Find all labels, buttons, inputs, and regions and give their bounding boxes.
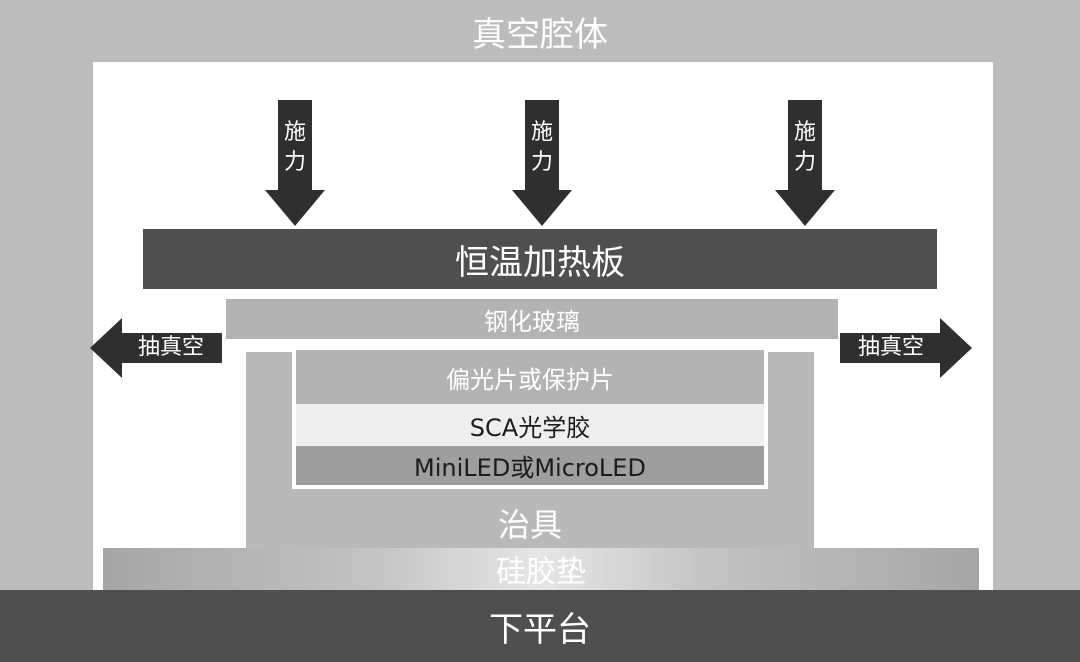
force-arrow-label: 施 力 (283, 120, 306, 175)
down-arrow-icon (512, 190, 572, 226)
vacuum-label-right: 抽真空 (857, 335, 924, 360)
led-panel-layer (296, 446, 764, 485)
right-arrow-icon (940, 318, 972, 378)
led-panel-label: MiniLED或MicroLED (414, 454, 646, 482)
vacuum-arrow-left: 抽真空 (90, 318, 222, 378)
silicone-pad-label: 硅胶垫 (496, 555, 586, 590)
tempered-glass-label: 钢化玻璃 (484, 307, 580, 336)
force-arrow-center: 施 力 (512, 100, 572, 226)
vacuum-arrow-body (840, 333, 942, 363)
fixture-label: 治具 (497, 506, 562, 544)
vacuum-chamber-title: 真空腔体 (472, 14, 608, 55)
polarizer-layer (296, 350, 764, 404)
force-arrow-right: 施 力 (775, 100, 835, 226)
force-arrow-label: 施 力 (793, 120, 816, 175)
vacuum-arrow-body (120, 333, 222, 363)
lower-platform-label: 下平台 (489, 609, 591, 650)
sca-adhesive-label: SCA光学胶 (469, 413, 591, 442)
force-arrow-shaft (525, 100, 559, 190)
vacuum-label-left: 抽真空 (137, 335, 204, 360)
force-arrow-label: 施 力 (530, 120, 553, 175)
force-arrow-shaft (788, 100, 822, 190)
polarizer-label: 偏光片或保护片 (446, 365, 614, 394)
heating-plate (143, 229, 937, 289)
left-arrow-icon (90, 318, 122, 378)
force-arrow-shaft (278, 100, 312, 190)
silicone-pad (103, 548, 979, 590)
tempered-glass-layer (226, 299, 838, 339)
heating-plate-label: 恒温加热板 (455, 242, 625, 283)
vacuum-arrow-right: 抽真空 (840, 318, 972, 378)
sca-adhesive-layer (296, 404, 764, 446)
force-arrow-left: 施 力 (265, 100, 325, 226)
down-arrow-icon (265, 190, 325, 226)
down-arrow-icon (775, 190, 835, 226)
lower-platform (0, 590, 1080, 662)
